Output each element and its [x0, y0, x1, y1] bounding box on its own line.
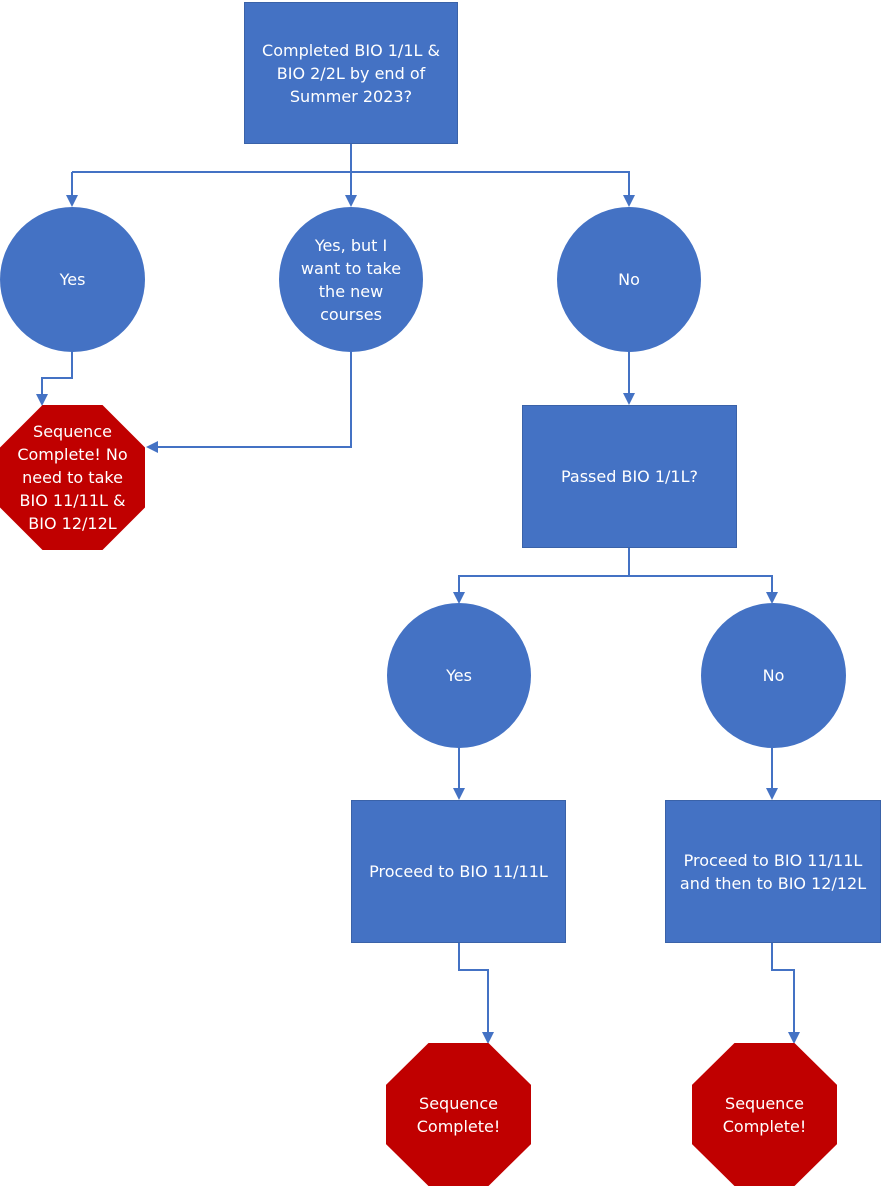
answer-passed-yes: Yes — [387, 603, 531, 748]
stop-sequence-complete-no-need: Sequence Complete! No need to take BIO 1… — [0, 405, 145, 550]
decision-passed-bio1-label: Passed BIO 1/1L? — [560, 467, 699, 486]
action-proceed-bio11-label: Proceed to BIO 11/11L — [369, 862, 548, 881]
connector-proceed-b-to-stop — [771, 943, 800, 1044]
decision-passed-bio1: Passed BIO 1/1L? — [522, 405, 737, 548]
connector-yes-to-stop — [36, 351, 73, 406]
stop-sequence-complete-a-label: Sequence Complete! — [416, 1093, 501, 1136]
answer-passed-yes-label: Yes — [446, 666, 472, 685]
stop-sequence-complete-b: Sequence Complete! — [692, 1043, 837, 1186]
answer-passed-no: No — [701, 603, 846, 748]
connector-proceed-a-to-stop — [458, 943, 494, 1044]
answer-yes-label: Yes — [59, 270, 86, 289]
answer-no-label: No — [618, 270, 640, 289]
connector-q2-split — [453, 548, 630, 604]
answer-yes: Yes — [0, 207, 145, 352]
connector-q1-to-no — [351, 171, 635, 207]
stop-sequence-complete-b-label: Sequence Complete! — [722, 1093, 807, 1136]
answer-yes-but: Yes, but I want to take the new courses — [279, 207, 423, 352]
decision-completed-bio: Completed BIO 1/1L & BIO 2/2L by end of … — [244, 2, 458, 144]
decision-completed-bio-label: Completed BIO 1/1L & BIO 2/2L by end of … — [262, 40, 440, 106]
action-proceed-bio11: Proceed to BIO 11/11L — [351, 800, 566, 943]
answer-no: No — [557, 207, 701, 352]
action-proceed-bio11-bio12-label: Proceed to BIO 11/11L and then to BIO 12… — [679, 850, 867, 893]
connector-q1-split — [72, 144, 352, 173]
answer-yes-but-label: Yes, but I want to take the new courses — [300, 235, 402, 324]
stop-sequence-complete-a: Sequence Complete! — [386, 1043, 531, 1186]
stop-sequence-complete-no-need-label: Sequence Complete! No need to take BIO 1… — [17, 422, 128, 533]
action-proceed-bio11-bio12: Proceed to BIO 11/11L and then to BIO 12… — [665, 800, 881, 943]
connector-yes-but-to-stop — [146, 351, 352, 453]
answer-passed-no-label: No — [762, 666, 785, 685]
connector-q2-to-no — [629, 575, 778, 604]
